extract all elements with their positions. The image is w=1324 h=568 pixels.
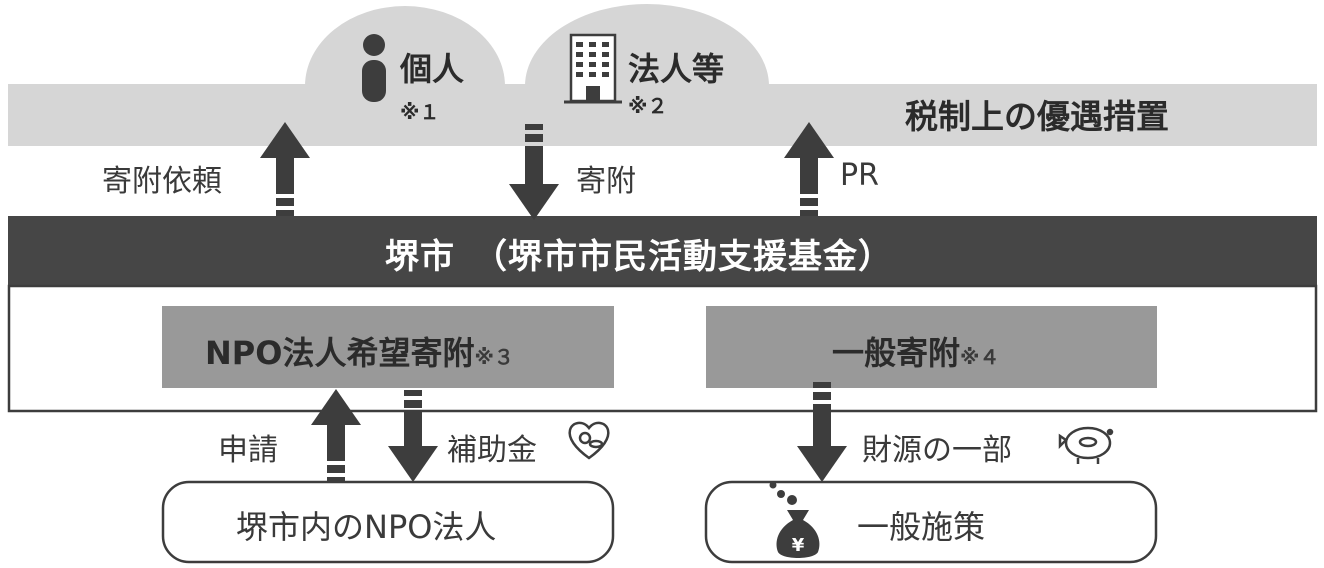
pr-arrow — [784, 122, 834, 216]
apply-label: 申請 — [218, 433, 278, 468]
money-bag-icon: ¥ — [769, 481, 820, 558]
piggy-bank-icon — [1058, 426, 1114, 464]
partial-funding-label: 財源の一部 — [862, 433, 1012, 468]
general-donation-title: 一般寄附※４ — [832, 328, 999, 374]
subsidy-label: 補助金 — [447, 433, 537, 468]
donor-corporate-label: 法人等 — [628, 50, 725, 88]
npo-in-city-label: 堺市内のNPO法人 — [236, 508, 497, 546]
heart-coin-icon — [568, 421, 610, 460]
donor-individual-label: 個人 — [400, 50, 465, 88]
subsidy-arrow — [388, 390, 438, 482]
donation-label: 寄附 — [576, 164, 636, 199]
tax-band — [8, 4, 1317, 146]
note-individual: ※１ — [400, 100, 440, 124]
funding-arrow — [797, 382, 847, 482]
note-corporate: ※２ — [628, 94, 668, 118]
building-icon — [564, 33, 622, 104]
tax-benefit-label: 税制上の優遇措置 — [905, 97, 1169, 136]
fund-outline — [7, 284, 1318, 413]
person-icon — [362, 34, 386, 102]
general-donation-label: 一般寄附 — [832, 334, 961, 372]
npo-donation-note: ※３ — [474, 345, 514, 369]
npo-donation-label: NPO法人希望寄附 — [205, 334, 475, 372]
general-donation-note: ※４ — [960, 345, 1000, 369]
general-policy-label: 一般施策 — [857, 508, 986, 546]
donation-arrow — [509, 124, 559, 220]
fund-title: 堺市 （堺市市民活動支援基金） — [385, 237, 893, 277]
svg-text:¥: ¥ — [792, 535, 805, 556]
apply-arrow — [311, 389, 361, 482]
general-donation-box — [706, 306, 1157, 388]
request-arrow — [260, 122, 310, 216]
request-label: 寄附依頼 — [102, 164, 222, 199]
npo-in-city-box — [161, 480, 615, 564]
npo-donation-box — [162, 306, 614, 388]
fund-band — [8, 216, 1317, 286]
pr-label: PR — [840, 158, 879, 193]
npo-donation-title: NPO法人希望寄附※３ — [205, 328, 514, 374]
